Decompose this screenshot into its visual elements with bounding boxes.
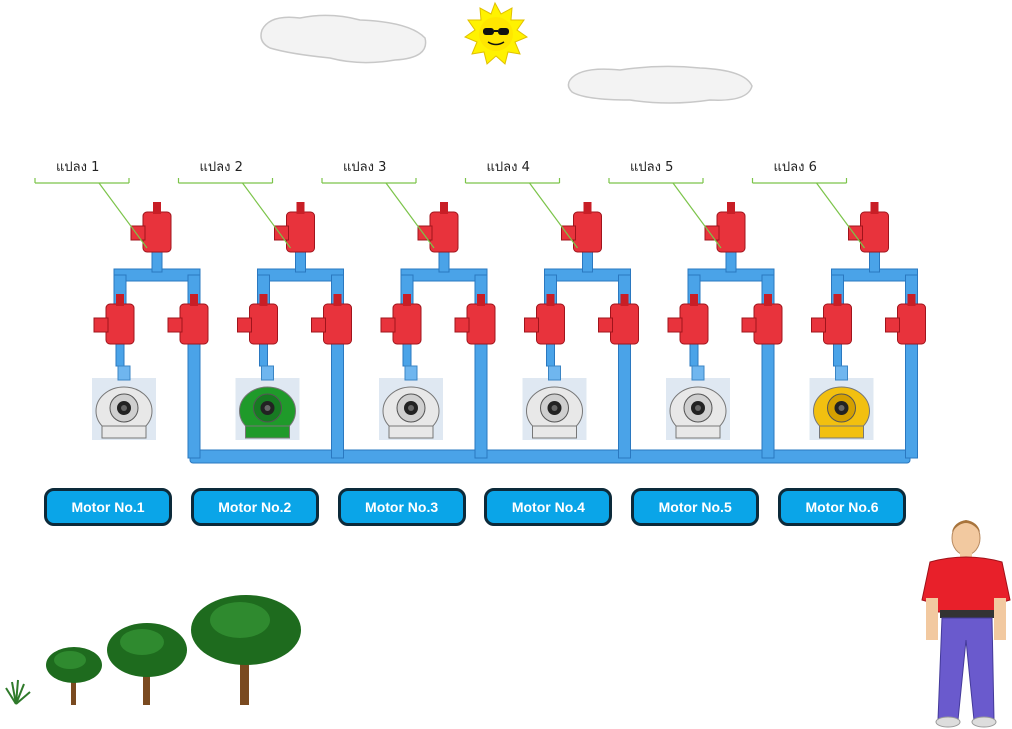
valve-icon[interactable] bbox=[417, 202, 459, 253]
valve-icon[interactable] bbox=[237, 294, 278, 345]
pump-icon[interactable] bbox=[666, 365, 730, 440]
plot-label: แปลง 2 bbox=[199, 160, 243, 175]
pump-icon[interactable] bbox=[379, 365, 443, 440]
cloud-icon bbox=[260, 14, 427, 64]
valve-icon[interactable] bbox=[93, 294, 135, 345]
plot-label: แปลง 6 bbox=[773, 160, 817, 175]
pump-icon[interactable] bbox=[92, 365, 156, 440]
valve-icon[interactable] bbox=[311, 294, 352, 345]
tree-icon bbox=[191, 595, 301, 705]
motor-button-5[interactable]: Motor No.5 bbox=[631, 488, 760, 526]
motor-button-4[interactable]: Motor No.4 bbox=[484, 488, 613, 526]
valve-icon[interactable] bbox=[561, 202, 602, 253]
tree-icon bbox=[46, 647, 102, 705]
valve-icon[interactable] bbox=[454, 294, 496, 345]
valve-icon[interactable] bbox=[524, 294, 565, 345]
sun-icon bbox=[463, 1, 529, 65]
valve-icon[interactable] bbox=[274, 202, 315, 253]
plot-label: แปลง 3 bbox=[343, 160, 387, 175]
valve-icon[interactable] bbox=[848, 202, 889, 253]
pump-icon[interactable] bbox=[809, 365, 874, 440]
plot-label: แปลง 5 bbox=[630, 160, 674, 175]
motor-button-6[interactable]: Motor No.6 bbox=[778, 488, 906, 526]
valve-icon[interactable] bbox=[667, 294, 709, 345]
tree-icon bbox=[107, 623, 187, 705]
valve-icon[interactable] bbox=[811, 294, 852, 345]
collector-pipe bbox=[189, 449, 911, 464]
person-icon bbox=[921, 520, 1011, 728]
plot-label: แปลง 4 bbox=[486, 160, 530, 175]
pump-icon[interactable] bbox=[235, 365, 300, 440]
valve-icon[interactable] bbox=[741, 294, 783, 345]
motor-button-1[interactable]: Motor No.1 bbox=[44, 488, 172, 526]
grass-icon bbox=[5, 679, 31, 705]
cloud-icon bbox=[567, 65, 753, 104]
motor-button-2[interactable]: Motor No.2 bbox=[190, 488, 319, 526]
valve-icon[interactable] bbox=[130, 202, 172, 253]
plot-label: แปลง 1 bbox=[56, 160, 100, 175]
pump-icon[interactable] bbox=[522, 365, 587, 440]
valve-icon[interactable] bbox=[885, 294, 926, 345]
valve-icon[interactable] bbox=[598, 294, 639, 345]
valve-icon[interactable] bbox=[704, 202, 746, 253]
motor-button-3[interactable]: Motor No.3 bbox=[337, 488, 466, 526]
valve-icon[interactable] bbox=[380, 294, 422, 345]
valve-icon[interactable] bbox=[167, 294, 209, 345]
